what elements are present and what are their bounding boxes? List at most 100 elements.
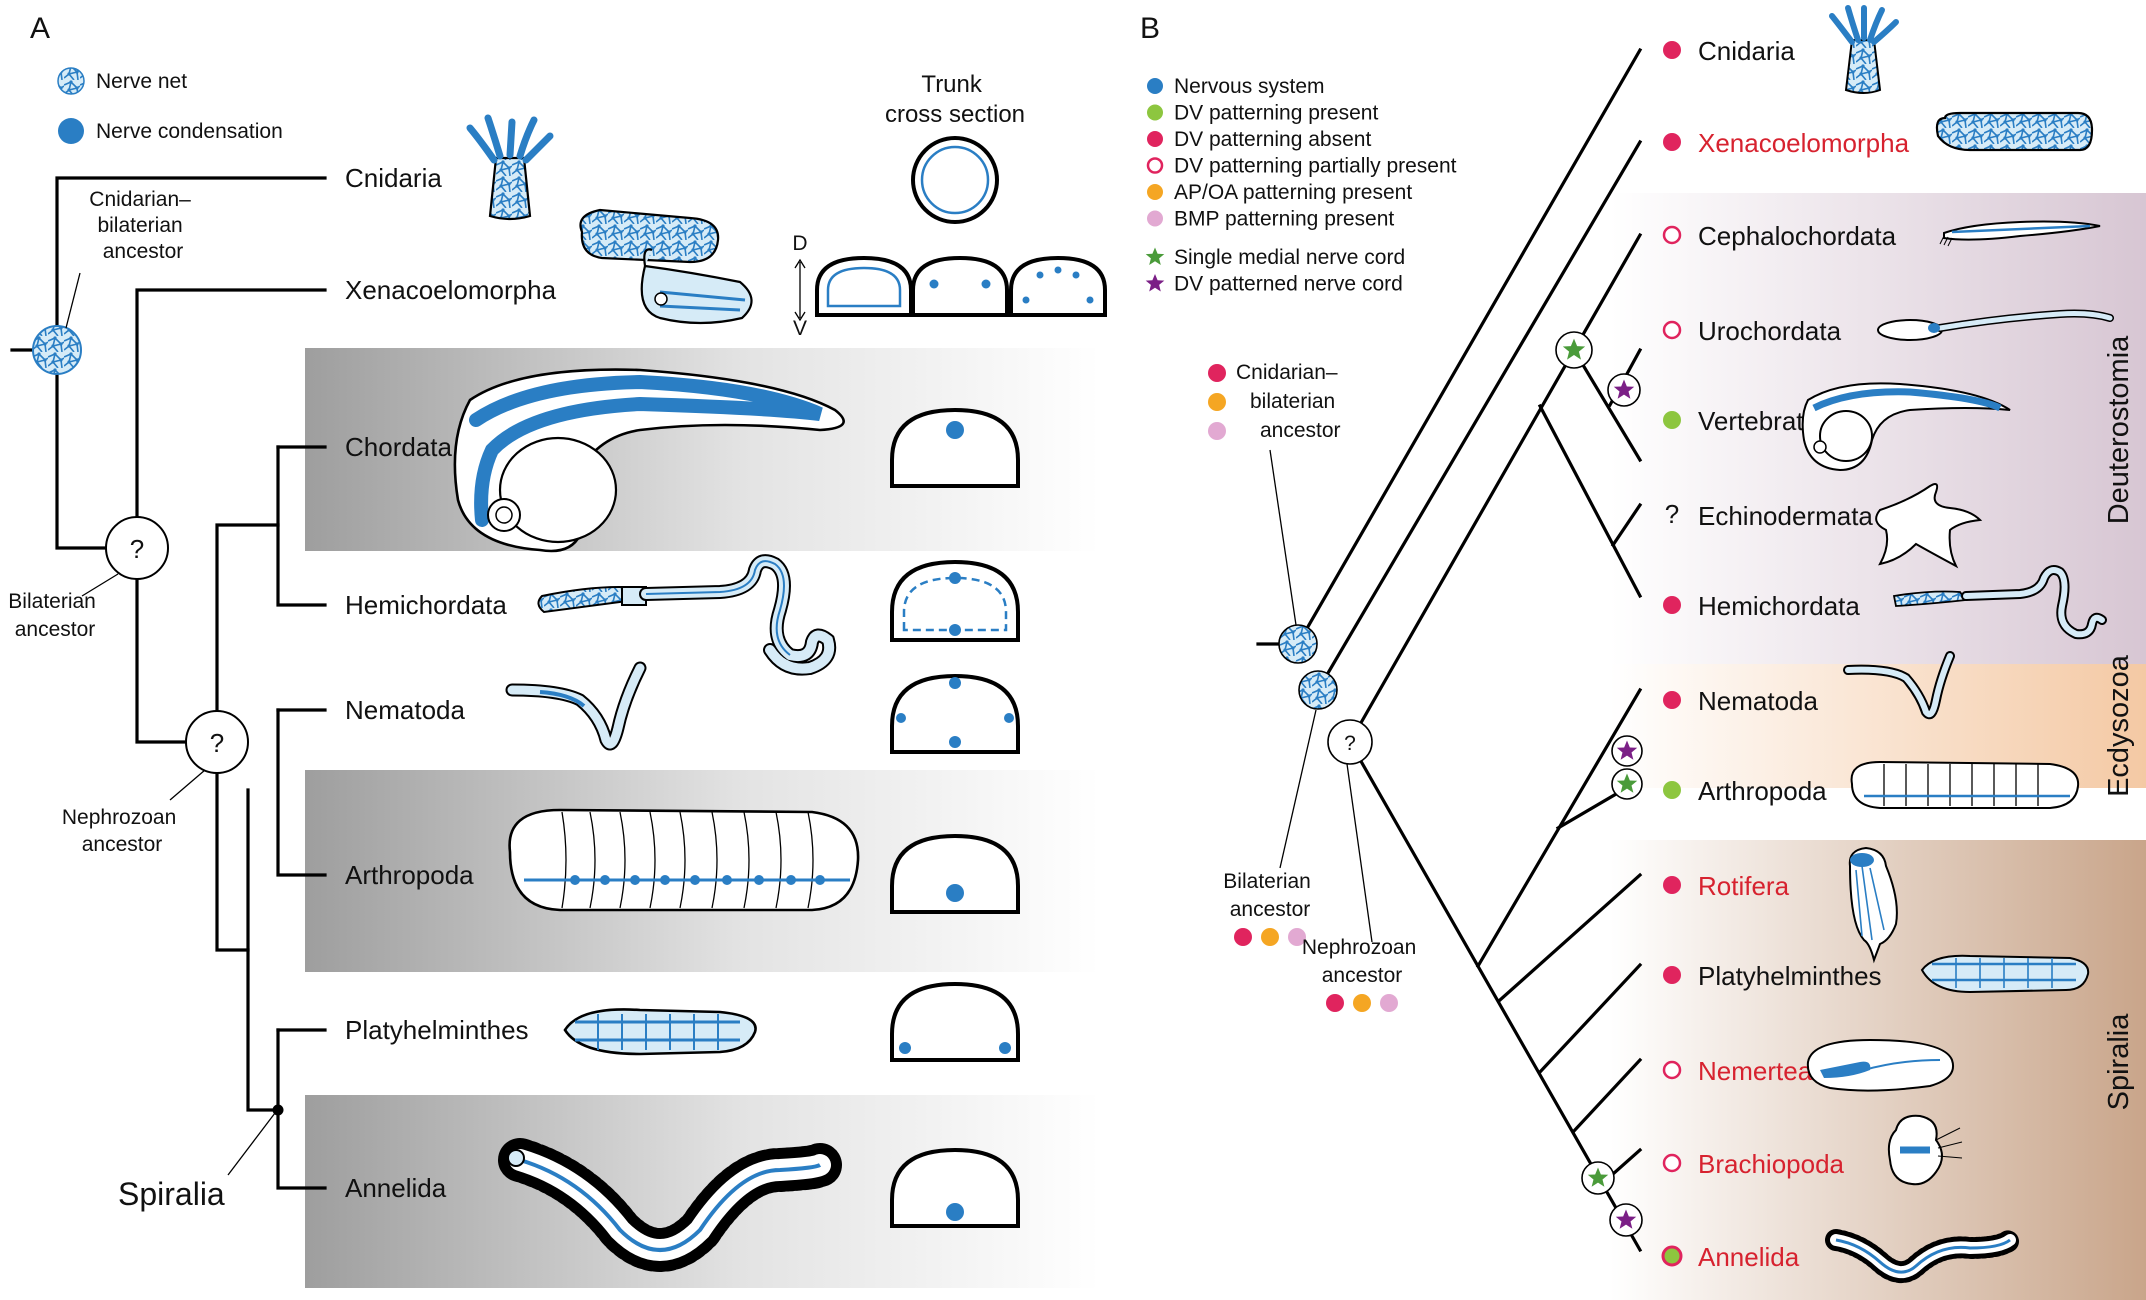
b-taxon-name: Rotifera — [1698, 871, 1790, 901]
dv-present-icon — [1663, 411, 1681, 429]
dv-absent-icon — [1663, 596, 1681, 614]
b-taxon-row: Rotifera — [1663, 871, 1790, 901]
b-taxon-name: Urochordata — [1698, 316, 1842, 346]
legend-item-6: Single medial nerve cord — [1145, 246, 1405, 269]
b-bilaterian-ancestor-label: Bilaterian ancestor — [1223, 870, 1316, 921]
flatworm-illustration — [563, 1008, 757, 1056]
b-taxon-name: Brachiopoda — [1698, 1149, 1845, 1179]
panel-a-legend: Nerve net Nerve condensation — [57, 67, 283, 144]
legend-dot-icon — [1147, 184, 1163, 200]
cross-section-platyhelminthes — [890, 981, 1020, 1062]
legend-item-4: AP/OA patterning present — [1147, 181, 1412, 204]
legend-dot-icon — [1147, 104, 1163, 121]
b-taxon-name: Xenacoelomorpha — [1698, 128, 1910, 158]
b-taxon-row: Brachiopoda — [1662, 1149, 1845, 1179]
arthropod-single-medial-cord-marker — [1611, 768, 1643, 800]
panel-b-taxa: CnidariaXenacoelomorphaCephalochordataUr… — [1661, 36, 1910, 1272]
b-urochordate-larva-illustration — [1877, 309, 2114, 341]
legend-label: Single medial nerve cord — [1174, 246, 1405, 269]
legend-dot-icon — [1147, 78, 1163, 94]
b-taxon-row: Cnidaria — [1663, 36, 1795, 66]
axis-dorsal-label: D — [792, 232, 807, 255]
xenacoelomorph-illustration — [579, 208, 753, 325]
panel-b-legend: Nervous system DV patterning present DV pa… — [1145, 75, 1457, 296]
legend-item-5: BMP patterning present — [1147, 208, 1394, 231]
dv-present-icon — [1663, 781, 1681, 799]
legend-ring-icon — [1146, 157, 1164, 174]
axis-ventral-label: V — [793, 317, 807, 340]
dv-absent-icon — [1663, 41, 1681, 59]
annelid-single-medial-cord-marker — [1581, 1161, 1615, 1195]
cross-section-annelida — [890, 1147, 1020, 1228]
b-taxon-row: ? Echinodermata — [1665, 499, 1874, 531]
b-taxon-name: Annelida — [1698, 1242, 1800, 1272]
legend-nerve-condensation: Nerve condensation — [96, 120, 283, 143]
spiralia-label: Spiralia — [118, 1176, 225, 1212]
cross-section-arthropoda — [890, 833, 1020, 914]
dv-absent-icon — [1663, 691, 1681, 709]
legend-item-1: DV patterning present — [1147, 102, 1378, 125]
b-arthropod-larva-illustration — [1850, 760, 2080, 809]
vertebrate-dv-cord-marker — [1607, 373, 1641, 407]
nematode-illustration — [505, 661, 647, 751]
cnidaria-polyp-illustration — [466, 114, 554, 221]
annelid-dv-cord-marker — [1609, 1203, 1643, 1237]
cross-section-chordata — [890, 407, 1020, 488]
annelid-illustration — [498, 1138, 842, 1272]
clade-ecdysozoa: Ecdysozoa — [2103, 654, 2135, 797]
b-taxon-name: Nematoda — [1698, 686, 1818, 716]
b-nematode-illustration — [1843, 651, 1955, 720]
legend-label: Nervous system — [1174, 75, 1325, 98]
legend-dot-icon — [1147, 131, 1163, 147]
panel-a-letter: A — [30, 12, 50, 45]
b-taxon-row: Hemichordata — [1663, 591, 1860, 621]
nerve-net-icon — [57, 67, 85, 95]
b-nephrozoan-ancestor-dots — [1326, 994, 1398, 1012]
nephrozoan-ancestor-label: Nephrozoan ancestor — [62, 806, 182, 856]
b-taxon-name: Cnidaria — [1698, 36, 1795, 66]
b-taxon-row: Vertebrata — [1663, 406, 1819, 436]
dv-partial-icon — [1662, 1153, 1682, 1173]
legend-item-2: DV patterning absent — [1147, 128, 1371, 151]
legend-item-3: DV patterning partially present — [1146, 155, 1457, 178]
dv-present-icon — [1661, 1245, 1683, 1267]
dv-unknown-mark: ? — [1665, 499, 1679, 529]
dv-partial-icon — [1662, 320, 1682, 340]
nerve-condensation-icon — [58, 118, 84, 144]
arthropod-dv-cord-marker — [1611, 735, 1643, 767]
b-xenacoelomorph-illustration — [1935, 111, 2094, 152]
panel-b-letter: B — [1140, 12, 1160, 45]
b-taxon-name: Echinodermata — [1698, 501, 1873, 531]
svg-text:?: ? — [210, 728, 224, 758]
a-taxon-platyhelminthes: Platyhelminthes — [345, 1015, 529, 1045]
panel-b: B Deuterostomia Ecdysozoa Spiralia Nervo… — [1140, 5, 2146, 1300]
b-annelid-illustration — [1825, 1229, 2021, 1283]
b-cnidaria-polyp-illustration — [1829, 5, 1899, 94]
a-taxon-hemichordata: Hemichordata — [345, 590, 507, 620]
legend-label: AP/OA patterning present — [1174, 181, 1412, 204]
panel-a-tree — [10, 176, 327, 1190]
b-taxon-row: Urochordata — [1662, 316, 1842, 346]
b-taxon-row: Platyhelminthes — [1663, 961, 1882, 991]
b-bilaterian-node-icon — [1298, 670, 1338, 710]
svg-text:?: ? — [130, 534, 144, 564]
cross-section-xenacoelomorph-1 — [815, 255, 913, 317]
a-taxon-nematoda: Nematoda — [345, 695, 465, 725]
b-taxon-name: Nemertea — [1698, 1056, 1813, 1086]
b-hemichordate-worm-illustration — [1892, 565, 2107, 640]
cnidarian-bilaterian-ancestor-label: Cnidarian– bilaterian ancestor — [89, 188, 196, 263]
b-cnidarian-bilaterian-node-icon — [1278, 624, 1318, 664]
b-vertebrate-embryo-illustration — [1801, 382, 2011, 472]
a-taxon-xenacoelomorpha: Xenacoelomorpha — [345, 275, 557, 305]
b-cnidarian-bilaterian-ancestor-label: Cnidarian– bilaterian ancestor — [1236, 361, 1343, 442]
bilaterian-node: ? — [105, 516, 169, 580]
cross-section-xenacoelomorph-2 — [911, 255, 1009, 317]
arthropod-larva-illustration — [508, 808, 860, 912]
b-bilaterian-ancestor-dots — [1234, 928, 1306, 946]
chordate-embryo-illustration — [453, 368, 845, 553]
b-cephalochordate-illustration — [1939, 220, 2101, 247]
dv-absent-icon — [1663, 876, 1681, 894]
cross-section-cnidaria — [911, 136, 999, 224]
b-rotifer-illustration — [1848, 846, 1898, 964]
